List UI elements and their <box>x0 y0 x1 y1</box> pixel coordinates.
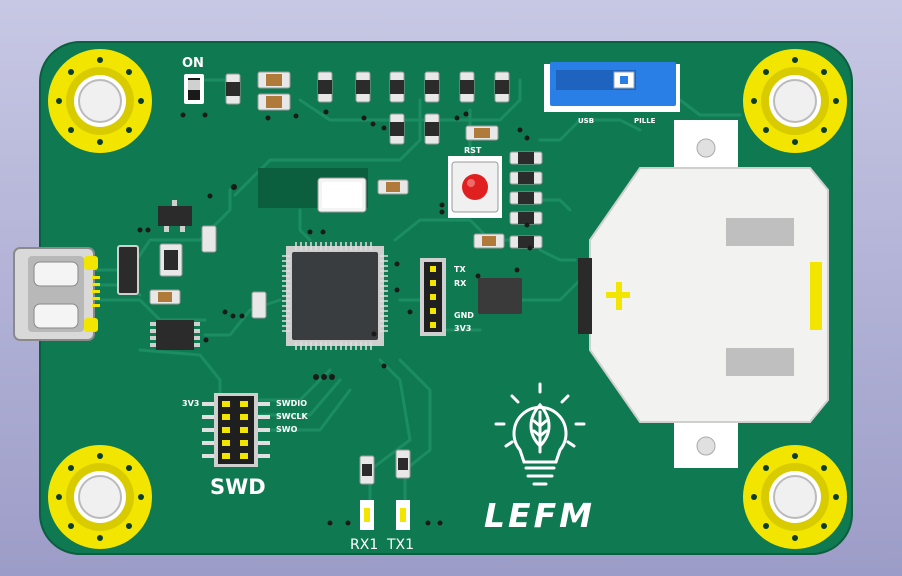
mounting-hole-bottom-right <box>743 445 847 549</box>
mounting-hole-top-left <box>48 49 152 153</box>
mounting-hole-top-right <box>743 49 847 153</box>
swd-header <box>202 393 270 467</box>
logo-text: LEFM <box>484 496 595 535</box>
label-tx1: TX1 <box>386 537 414 553</box>
on-switch <box>184 74 204 104</box>
label-rx1: RX1 <box>350 537 378 553</box>
leds <box>360 500 410 530</box>
label-swo: SWO <box>276 425 298 434</box>
label-on: ON <box>182 56 204 71</box>
label-rst: RST <box>464 146 482 155</box>
label-usb: USB <box>578 117 594 125</box>
silkscreen-labels: ON RST USB PILLE TX RX GND 3V3 3V3 SWDIO… <box>182 56 656 553</box>
label-3v3-uart: 3V3 <box>454 324 471 333</box>
reset-button <box>448 156 502 218</box>
mounting-hole-bottom-left <box>48 445 152 549</box>
mcu-chip <box>282 242 388 350</box>
label-rx: RX <box>454 279 467 288</box>
usb-battery-switch <box>544 62 680 112</box>
label-pile: PILLE <box>634 117 656 125</box>
label-swclk: SWCLK <box>276 412 309 421</box>
label-swd: SWD <box>210 475 266 499</box>
label-3v3-swd: 3V3 <box>182 399 199 408</box>
usb-c-connector <box>13 247 100 341</box>
coin-cell-holder <box>578 120 829 468</box>
crystal <box>258 168 368 213</box>
vias <box>137 109 533 526</box>
label-swdio: SWDIO <box>276 399 307 408</box>
uart-header <box>420 258 446 336</box>
label-tx: TX <box>454 265 466 274</box>
copper-traces <box>93 78 742 502</box>
label-gnd: GND <box>454 311 474 320</box>
lightbulb-leaf-icon <box>494 382 586 486</box>
